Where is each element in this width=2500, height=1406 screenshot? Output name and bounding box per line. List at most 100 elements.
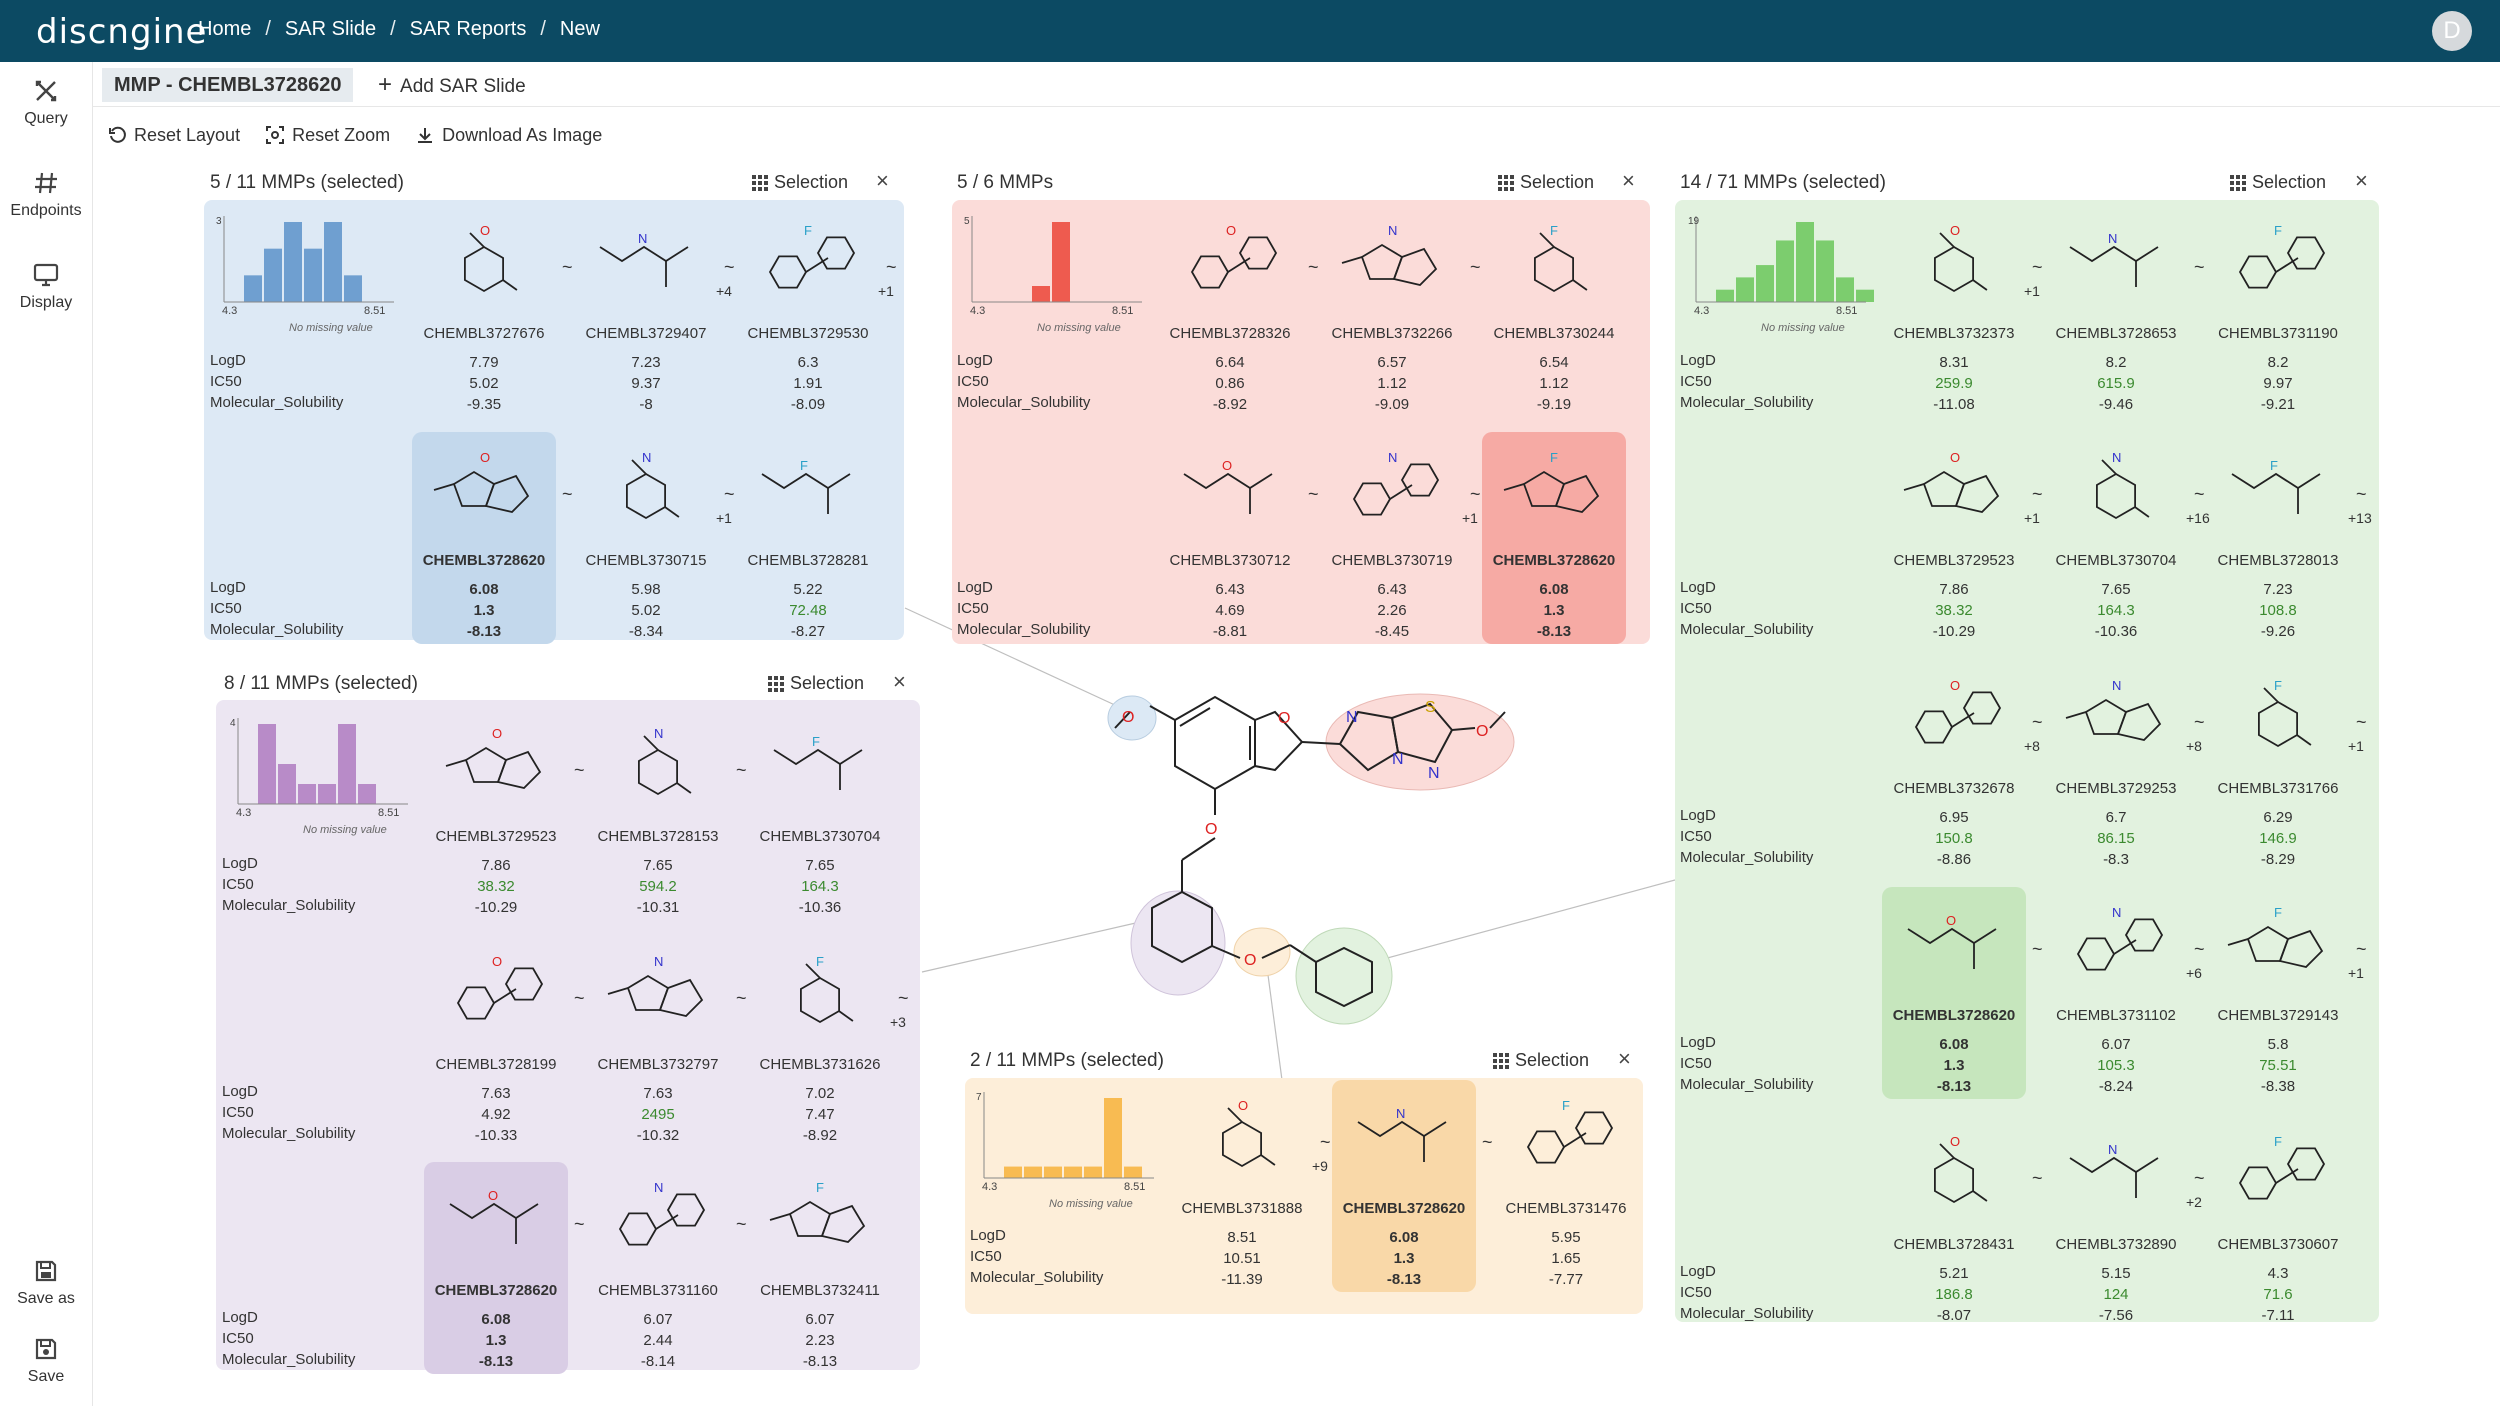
compound-id[interactable]: CHEMBL3728620 [422,552,546,569]
compound-id[interactable]: CHEMBL3730704 [759,828,881,845]
breadcrumb-sar-slide[interactable]: SAR Slide [284,18,377,40]
plus-count-badge[interactable]: +9 [1312,1158,1328,1174]
r-group-green[interactable] [1295,927,1393,1025]
plus-count-badge[interactable]: +2 [2186,1194,2202,1210]
r-group-orange[interactable] [1233,927,1291,977]
nav-save[interactable]: Save [0,1336,92,1386]
plus-count-badge[interactable]: +1 [2024,510,2040,526]
plus-count-badge[interactable]: +1 [2348,965,2364,981]
compound-id[interactable]: CHEMBL3729530 [747,325,869,342]
plus-count-badge[interactable]: +8 [2186,738,2202,754]
compound-id[interactable]: CHEMBL3732411 [760,1282,880,1299]
compound-id[interactable]: CHEMBL3728620 [1342,1200,1466,1217]
compound-id[interactable]: CHEMBL3730719 [1331,552,1453,569]
selection-button-purple[interactable]: Selection [768,673,864,694]
compound-id[interactable]: CHEMBL3731626 [759,1056,881,1073]
nav-display[interactable]: Display [0,262,92,312]
add-sar-slide-button[interactable]: +Add SAR Slide [378,68,526,102]
plus-count-badge[interactable]: +1 [2024,283,2040,299]
reset-zoom-button[interactable]: Reset Zoom [266,125,390,146]
compound-id[interactable]: CHEMBL3728281 [747,552,869,569]
compound-id[interactable]: CHEMBL3731888 [1181,1200,1303,1217]
compound-id[interactable]: CHEMBL3728199 [435,1056,557,1073]
compound-id[interactable]: CHEMBL3728620 [1892,1007,2016,1024]
plus-count-badge[interactable]: +4 [716,283,732,299]
close-icon[interactable]: × [2355,168,2368,193]
compound-id[interactable]: CHEMBL3731766 [2217,780,2339,797]
app-logo[interactable]: discngine [36,12,208,52]
compound-id[interactable]: CHEMBL3727676 [423,325,545,342]
compound-id[interactable]: CHEMBL3730607 [2217,1236,2339,1253]
compound-id[interactable]: CHEMBL3729253 [2055,780,2177,797]
compound-id[interactable]: CHEMBL3732890 [2055,1236,2177,1253]
compound-id[interactable]: CHEMBL3732797 [597,1056,719,1073]
plus-count-badge[interactable]: +1 [878,283,894,299]
close-icon[interactable]: × [1618,1046,1631,1071]
plus-count-badge[interactable]: +1 [1462,510,1478,526]
plus-count-badge[interactable]: +1 [2348,738,2364,754]
compound-id[interactable]: CHEMBL3728326 [1169,325,1291,342]
nav-endpoints[interactable]: Endpoints [0,170,92,220]
r-group-purple[interactable] [1130,890,1226,996]
selection-button-blue[interactable]: Selection [752,172,848,193]
compound-id[interactable]: CHEMBL3730712 [1169,552,1291,569]
breadcrumb-home[interactable]: Home [198,18,252,40]
compound-id[interactable]: CHEMBL3731160 [598,1282,718,1299]
nav-query[interactable]: Query [0,78,92,128]
reset-layout-button[interactable]: Reset Layout [108,125,240,146]
compound-id[interactable]: CHEMBL3728431 [1893,1236,2015,1253]
compound-id[interactable]: CHEMBL3730244 [1493,325,1615,342]
plus-count-badge[interactable]: +8 [2024,738,2040,754]
close-icon[interactable]: × [1622,168,1635,193]
nav-save-as[interactable]: Save as [0,1258,92,1308]
r-group-blue[interactable] [1107,695,1157,741]
breadcrumb-sar-reports[interactable]: SAR Reports [409,18,527,40]
compound-id[interactable]: CHEMBL3728653 [2055,325,2177,342]
compound-id[interactable]: CHEMBL3730715 [585,552,707,569]
plus-count-badge[interactable]: +3 [890,1014,906,1030]
compound-id[interactable]: CHEMBL3730704 [2055,552,2177,569]
compound-id[interactable]: CHEMBL3729407 [585,325,707,342]
compound-id[interactable]: CHEMBL3728620 [434,1282,558,1299]
compound-id[interactable]: CHEMBL3729523 [435,828,557,845]
compound-id[interactable]: CHEMBL3728013 [2217,552,2339,569]
avatar[interactable]: D [2432,11,2472,51]
selection-button-orange[interactable]: Selection [1493,1050,1589,1071]
compound-id[interactable]: CHEMBL3729523 [1893,552,2015,569]
tab-mmp[interactable]: MMP - CHEMBL3728620 [102,68,354,102]
selection-button-red[interactable]: Selection [1498,172,1594,193]
selection-button-green[interactable]: Selection [2230,172,2326,193]
